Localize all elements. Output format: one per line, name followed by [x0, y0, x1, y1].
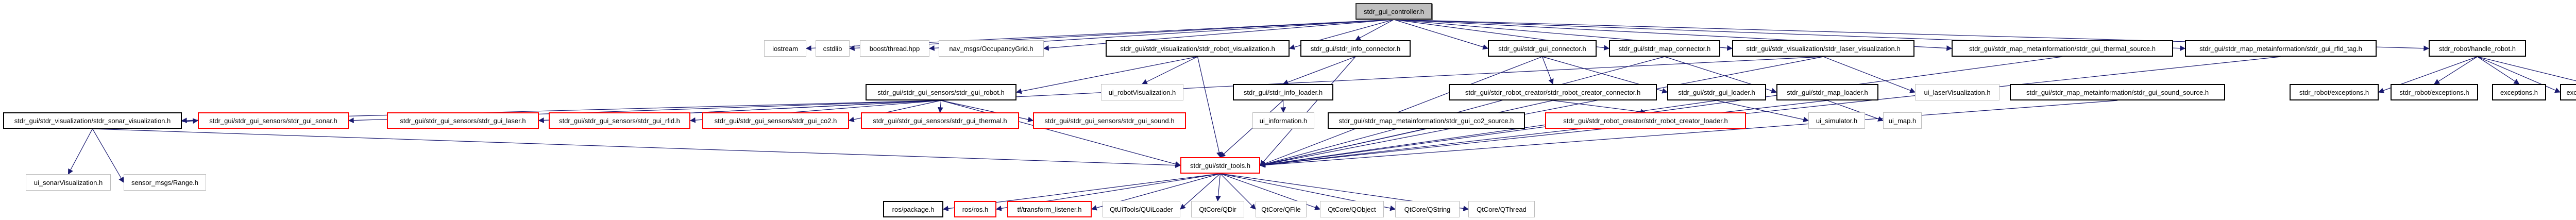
node-robot-vis[interactable]: stdr_gui/stdr_visualization/stdr_robot_v…	[1106, 40, 1290, 57]
node-qdir: QtCore/QDir	[1191, 201, 1244, 217]
node-ros-package[interactable]: ros/package.h	[883, 201, 943, 217]
node-ui-laservis: ui_laserVisualization.h	[1915, 84, 1999, 100]
node-gui-laser[interactable]: stdr_gui/stdr_gui_sensors/stdr_gui_laser…	[387, 112, 539, 129]
edge-info-loader-to-stdr-tools	[1219, 100, 1283, 158]
edge-handle-robot-to-exc1	[2477, 56, 2520, 84]
edge-creator-conn-to-creator-loader	[1552, 100, 1647, 115]
edge-rfid-tag-to-stdr-tools	[1259, 56, 2281, 168]
node-map-conn[interactable]: stdr_gui/stdr_map_connector.h	[1609, 40, 1720, 57]
node-ui-robotvis: ui_robotVisualization.h	[1101, 84, 1183, 100]
node-sonar-vis[interactable]: stdr_gui/stdr_visualization/stdr_sonar_v…	[3, 112, 182, 129]
node-controller: stdr_gui_controller.h	[1355, 3, 1432, 20]
node-gui-conn[interactable]: stdr_gui/stdr_gui_connector.h	[1488, 40, 1597, 57]
node-gui-co2[interactable]: stdr_gui/stdr_gui_sensors/stdr_gui_co2.h	[702, 112, 849, 129]
edge-sound-src-to-stdr-tools	[1259, 100, 2118, 168]
edge-gui-loader-to-ui-simulator	[1716, 100, 1809, 123]
node-range-msg: sensor_msgs/Range.h	[124, 174, 206, 191]
node-stdr-robot-exc2[interactable]: stdr_robot/exceptions.h	[2391, 84, 2478, 100]
edge-co2-src-to-stdr-tools	[1259, 128, 1427, 167]
edge-map-loader-to-stdr-tools	[1259, 100, 1828, 168]
node-handle-robot[interactable]: stdr_robot/handle_robot.h	[2429, 40, 2526, 57]
node-sound-src[interactable]: stdr_gui/stdr_map_metainformation/stdr_g…	[2010, 84, 2225, 100]
node-qfile: QtCore/QFile	[1256, 201, 1307, 217]
node-ui-map: ui_map.h	[1883, 112, 1922, 129]
edge-handle-robot-to-exc2	[2477, 56, 2561, 93]
node-ui-simulator: ui_simulator.h	[1808, 112, 1865, 129]
node-ros-ros[interactable]: ros/ros.h	[954, 201, 996, 217]
edge-robot-vis-to-stdr-tools	[1197, 56, 1222, 158]
edge-map-loader-to-ui-map	[1827, 100, 1884, 122]
node-occupancy: nav_msgs/OccupancyGrid.h	[939, 40, 1044, 57]
node-iostream: iostream	[764, 40, 806, 57]
edge-info-conn-to-info-loader	[1282, 56, 1356, 85]
node-stdr-robot-exc1[interactable]: stdr_robot/exceptions.h	[2290, 84, 2379, 100]
edge-stdr-tools-to-qdir	[1215, 173, 1221, 202]
edge-robot-vis-to-ui-robotvis	[1142, 56, 1198, 84]
edge-sonar-vis-to-range-msg	[92, 128, 124, 183]
node-gui-robot[interactable]: stdr_gui/stdr_gui_sensors/stdr_gui_robot…	[866, 84, 1016, 100]
edge-controller-to-occupancy	[1043, 19, 1394, 51]
edge-info-loader-to-ui-information	[1280, 100, 1286, 113]
node-gui-loader[interactable]: stdr_gui/stdr_gui_loader.h	[1667, 84, 1766, 100]
node-info-loader[interactable]: stdr_gui/stdr_info_loader.h	[1233, 84, 1333, 100]
node-qobject: QtCore/QObject	[1320, 201, 1384, 217]
edge-gui-robot-to-gui-thermal	[937, 100, 943, 113]
node-rfid-tag[interactable]: stdr_gui/stdr_map_metainformation/stdr_g…	[2185, 40, 2377, 57]
edge-sonar-vis-to-ui-sonarvis	[67, 128, 93, 175]
node-gui-thermal[interactable]: stdr_gui/stdr_gui_sensors/stdr_gui_therm…	[861, 112, 1019, 129]
node-exc1[interactable]: exceptions.h	[2492, 84, 2546, 100]
node-boost-thread: boost/thread.hpp	[860, 40, 929, 57]
edge-robot-vis-to-gui-robot	[1015, 56, 1198, 94]
node-stdr-tools[interactable]: stdr_gui/stdr_tools.h	[1180, 157, 1260, 174]
node-ui-sonarvis: ui_sonarVisualization.h	[26, 174, 111, 191]
node-exc2[interactable]: exceptions.h	[2560, 84, 2576, 100]
node-map-loader[interactable]: stdr_gui/stdr_map_loader.h	[1776, 84, 1878, 100]
edge-laser-vis-to-stdr-tools	[1259, 56, 1824, 167]
node-creator-conn[interactable]: stdr_gui/stdr_robot_creator/stdr_robot_c…	[1449, 84, 1657, 100]
edge-map-conn-to-stdr-tools	[1259, 56, 1665, 167]
node-cstdlib: cstdlib	[816, 40, 850, 57]
edge-controller-to-info-conn	[1355, 19, 1394, 41]
node-qtuitools: QtUiTools/QUiLoader	[1103, 201, 1180, 217]
edge-thermal-src-to-stdr-tools	[1259, 56, 2063, 168]
node-qthread: QtCore/QThread	[1468, 201, 1535, 217]
node-creator-loader[interactable]: stdr_gui/stdr_robot_creator/stdr_robot_c…	[1545, 112, 1746, 129]
edge-gui-conn-to-stdr-tools	[1259, 56, 1543, 166]
edge-info-conn-to-stdr-tools	[1260, 56, 1356, 166]
edge-handle-robot-to-tf-exc	[2477, 56, 2576, 81]
node-laser-vis[interactable]: stdr_gui/stdr_visualization/stdr_laser_v…	[1732, 40, 1914, 57]
node-tf-listener[interactable]: tf/transform_listener.h	[1007, 201, 1092, 217]
edge-gui-loader-to-stdr-tools	[1259, 100, 1717, 167]
node-info-conn[interactable]: stdr_gui/stdr_info_connector.h	[1300, 40, 1411, 57]
edge-controller-to-gui-conn	[1394, 19, 1489, 50]
node-gui-rfid[interactable]: stdr_gui/stdr_gui_sensors/stdr_gui_rfid.…	[549, 112, 690, 129]
node-qstring: QtCore/QString	[1395, 201, 1460, 217]
edge-laser-vis-to-ui-laservis	[1823, 56, 1916, 93]
node-ui-information: ui_information.h	[1252, 112, 1314, 129]
edge-stdr-tools-to-qfile	[1220, 173, 1256, 210]
node-gui-sonar[interactable]: stdr_gui/stdr_gui_sensors/stdr_gui_sonar…	[198, 112, 349, 129]
node-co2-src[interactable]: stdr_gui/stdr_map_metainformation/stdr_g…	[1328, 112, 1525, 129]
edge-gui-robot-to-stdr-tools	[941, 100, 1181, 167]
edge-stdr-tools-to-qtuitools	[1180, 173, 1221, 210]
edge-handle-robot-to-stdr-robot-exc2	[2434, 56, 2478, 84]
node-gui-sound[interactable]: stdr_gui/stdr_gui_sensors/stdr_gui_sound…	[1033, 112, 1186, 129]
edge-sonar-vis-to-stdr-tools	[92, 128, 1181, 168]
node-thermal-src[interactable]: stdr_gui/stdr_map_metainformation/stdr_g…	[1952, 40, 2173, 57]
